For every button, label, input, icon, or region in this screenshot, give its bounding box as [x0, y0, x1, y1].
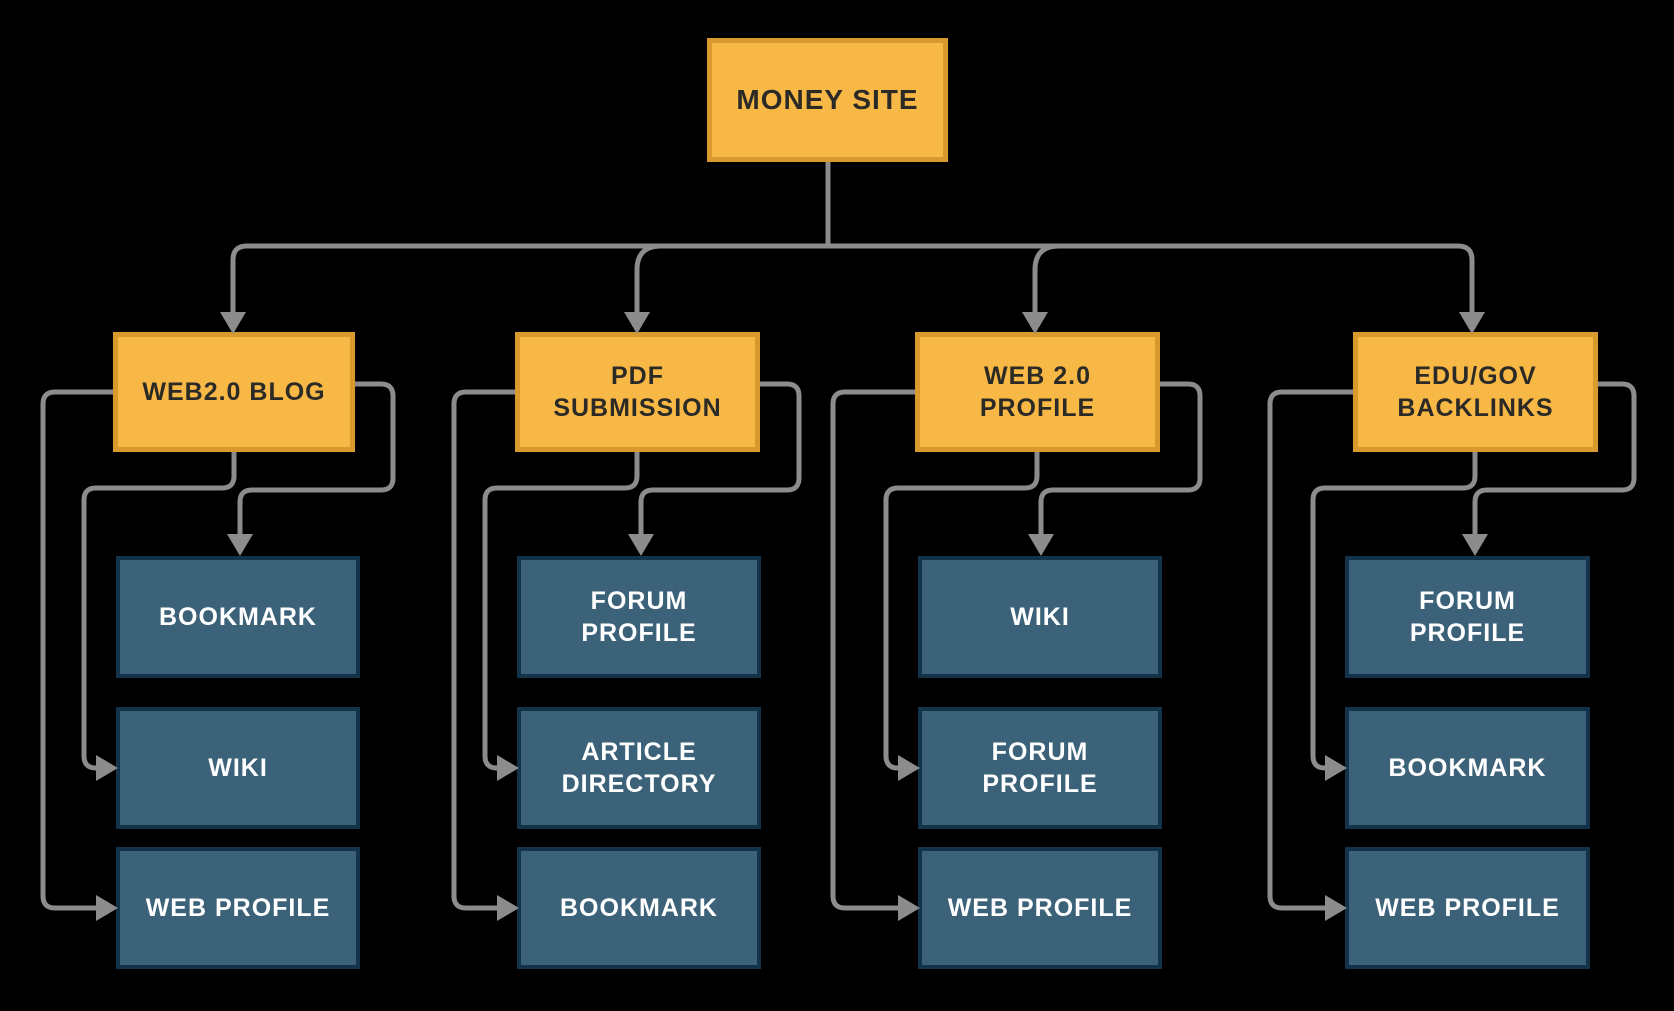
node-web20-blog: WEB2.0 BLOG: [113, 332, 355, 452]
node-pdf-submission-bookmark: BOOKMARK: [517, 847, 761, 969]
node-edu-gov-web-profile: WEB PROFILE: [1345, 847, 1590, 969]
node-pdf-submission-article-directory: ARTICLE DIRECTORY: [517, 707, 761, 829]
node-web20-profile-wiki: WIKI: [918, 556, 1162, 678]
edge-money-to-web20-blog: [220, 243, 828, 334]
node-edu-gov-forum-profile: FORUM PROFILE: [1345, 556, 1590, 678]
node-web20-blog-bookmark: BOOKMARK: [116, 556, 360, 678]
edge-web20-blog-to-web-profile: [40, 389, 118, 921]
node-web20-blog-web-profile: WEB PROFILE: [116, 847, 360, 969]
edge-money-to-pdf-submission: [624, 243, 662, 334]
node-web20-profile: WEB 2.0 PROFILE: [915, 332, 1160, 452]
node-web20-profile-web-profile: WEB PROFILE: [918, 847, 1162, 969]
edge-money-to-edu-gov: [828, 243, 1485, 334]
node-pdf-submission-forum-profile: FORUM PROFILE: [517, 556, 761, 678]
node-edu-gov-bookmark: BOOKMARK: [1345, 707, 1590, 829]
edge-pdf-to-bookmark: [451, 389, 519, 921]
edge-edu-gov-to-web-profile: [1267, 389, 1353, 921]
node-web20-profile-forum-profile: FORUM PROFILE: [918, 707, 1162, 829]
node-edu-gov-backlinks: EDU/GOV BACKLINKS: [1353, 332, 1598, 452]
edge-web20-profile-to-web-profile: [830, 389, 920, 921]
node-money-site: MONEY SITE: [707, 38, 948, 162]
edge-money-to-web20-profile: [1022, 243, 1060, 334]
node-web20-blog-wiki: WIKI: [116, 707, 360, 829]
node-pdf-submission: PDF SUBMISSION: [515, 332, 760, 452]
